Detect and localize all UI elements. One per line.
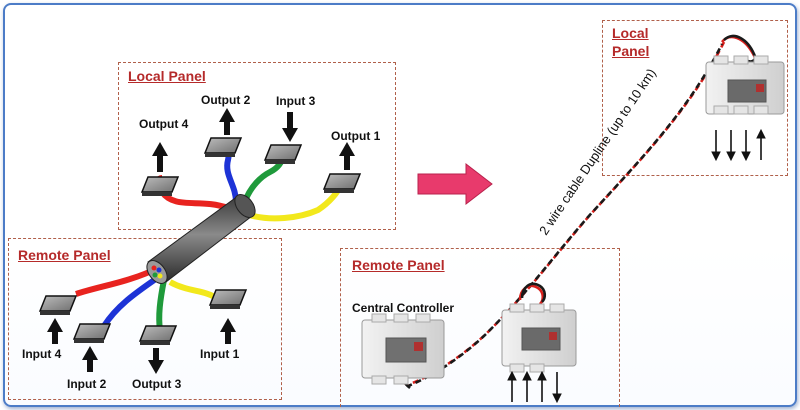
local-panel-module [705,55,785,115]
right-local-panel-box [602,20,788,176]
remote-panel-module [501,303,577,373]
pad-input3 [263,112,303,164]
twisted-pair-cable [398,34,757,390]
label-input3: Input 3 [276,94,316,108]
label-input2: Input 2 [67,377,107,391]
pad-output3 [138,325,178,374]
pad-input1 [208,289,248,344]
central-controller-label: Central Controller [352,301,455,315]
label-input4: Input 4 [22,347,62,361]
label-output4: Output 4 [139,117,189,131]
left-local-panel-box [118,62,396,230]
pad-input4 [38,295,78,344]
pad-input2 [72,323,112,372]
multicore-cable [146,194,256,284]
pad-output2 [203,108,243,157]
label-output1: Output 1 [331,129,381,143]
pink-arrow [417,162,493,206]
pad-output1 [322,142,362,193]
remote-module-io-arrows [507,370,562,404]
left-remote-panel-title: Remote Panel [16,247,113,263]
right-remote-panel-title: Remote Panel [350,257,447,273]
left-remote-panel-box [8,238,282,400]
left-local-panel-title: Local Panel [126,68,208,84]
cable-label: 2 wire cable Dupline (up to 10 km) [536,66,659,238]
local-module-io-arrows [711,128,766,162]
right-local-panel-title-line1: Local [610,25,651,41]
central-controller-module [361,313,445,385]
pad-output4 [140,142,180,196]
label-output3: Output 3 [132,377,182,391]
label-output2: Output 2 [201,93,251,107]
label-input1: Input 1 [200,347,240,361]
right-remote-panel-box [340,248,620,407]
right-local-panel-title-line2: Panel [610,43,652,59]
